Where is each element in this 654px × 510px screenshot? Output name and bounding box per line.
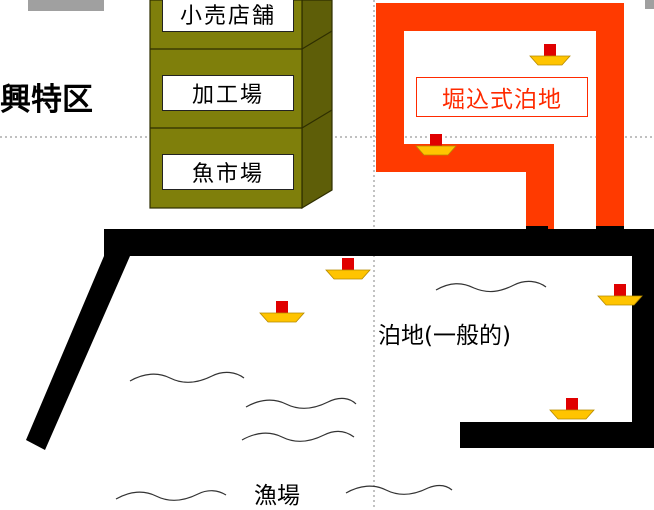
fishing-boat-icon xyxy=(325,258,371,280)
gray-fragment xyxy=(28,0,104,11)
wave-icon xyxy=(115,490,227,501)
wave-icon xyxy=(345,484,453,495)
boats xyxy=(259,44,643,420)
fishing-boat-icon xyxy=(529,44,571,66)
wave-icon xyxy=(129,371,245,383)
fish-market-label: 魚市場 xyxy=(162,154,294,190)
fishing-boat-icon xyxy=(415,134,457,156)
gray-fragment-right xyxy=(645,0,654,9)
processing-plant-label: 加工場 xyxy=(162,75,294,111)
dug-basin-label: 堀込式泊地 xyxy=(416,77,588,117)
fishing-boat-icon xyxy=(549,398,595,420)
fishing-boat-icon xyxy=(597,284,643,306)
breakwater xyxy=(26,226,654,450)
fishing-ground-label: 漁場 xyxy=(254,483,300,509)
wave-icon xyxy=(241,430,355,442)
wave-icon xyxy=(245,397,357,409)
zone-label: 興特区 xyxy=(0,82,93,118)
dug-basin-channel xyxy=(376,3,624,254)
waves xyxy=(115,280,547,501)
general-berth-label: 泊地(一般的) xyxy=(378,323,511,349)
retail-store-label: 小売店舗 xyxy=(162,0,294,32)
fishing-boat-icon xyxy=(259,301,305,323)
wave-icon xyxy=(435,280,547,293)
